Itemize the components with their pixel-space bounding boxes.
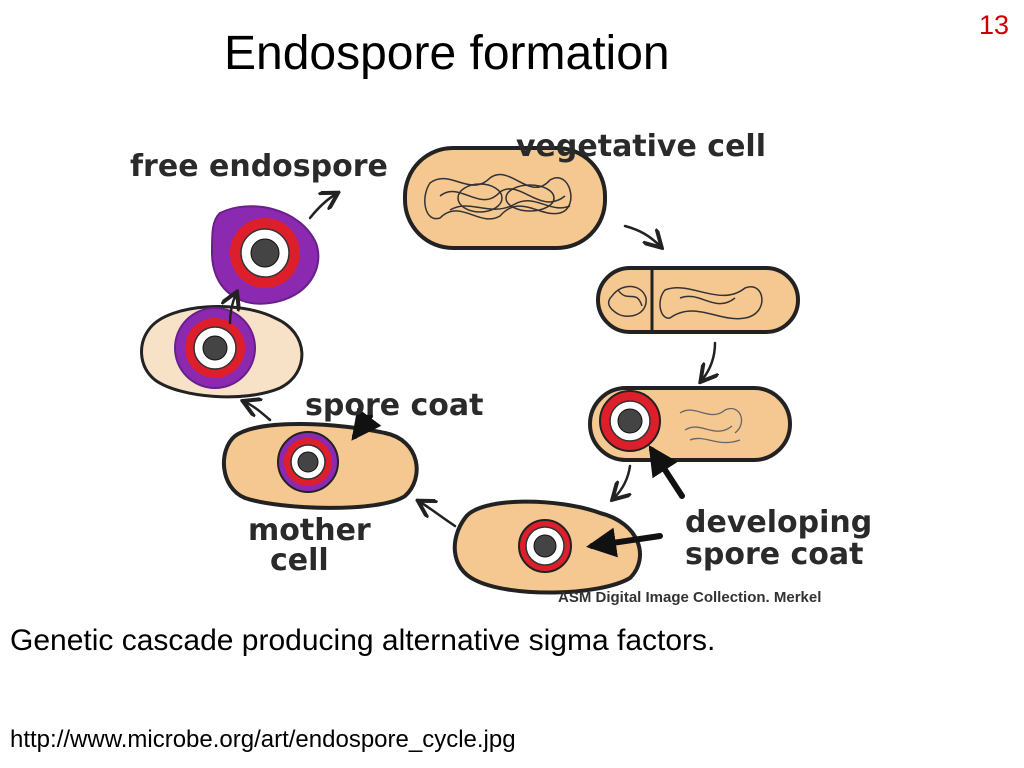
lysing-cell: [140, 305, 304, 399]
label-developing: developing: [685, 505, 872, 540]
pointer-arrows: [351, 407, 685, 558]
slide-caption: Genetic cascade producing alternative si…: [10, 624, 716, 657]
label-mother: mother: [248, 513, 371, 548]
vegetative-cell: [403, 146, 607, 250]
label-spore-coat: spore coat: [305, 388, 484, 423]
slide-number: 13: [979, 10, 1010, 40]
forespore-cell: [588, 386, 792, 462]
label-free-endospore: free endospore: [130, 149, 388, 184]
slide-title: Endospore formation: [224, 27, 670, 80]
source-url: http://www.microbe.org/art/endospore_cyc…: [10, 726, 516, 753]
image-credit: ASM Digital Image Collection. Merkel: [558, 589, 821, 606]
free-endospore: [210, 205, 320, 305]
mother-cell: [221, 422, 419, 510]
cycle-arrows: [230, 194, 715, 528]
label-vegetative-cell: vegetative cell: [516, 129, 766, 164]
label-developing-spore-coat: spore coat: [685, 537, 864, 572]
label-cell: cell: [270, 543, 329, 578]
endospore-cycle-diagram: vegetative cell free endospore spore coa…: [120, 118, 900, 610]
developing-spore-cell: [452, 499, 642, 595]
dividing-cell: [596, 266, 800, 334]
